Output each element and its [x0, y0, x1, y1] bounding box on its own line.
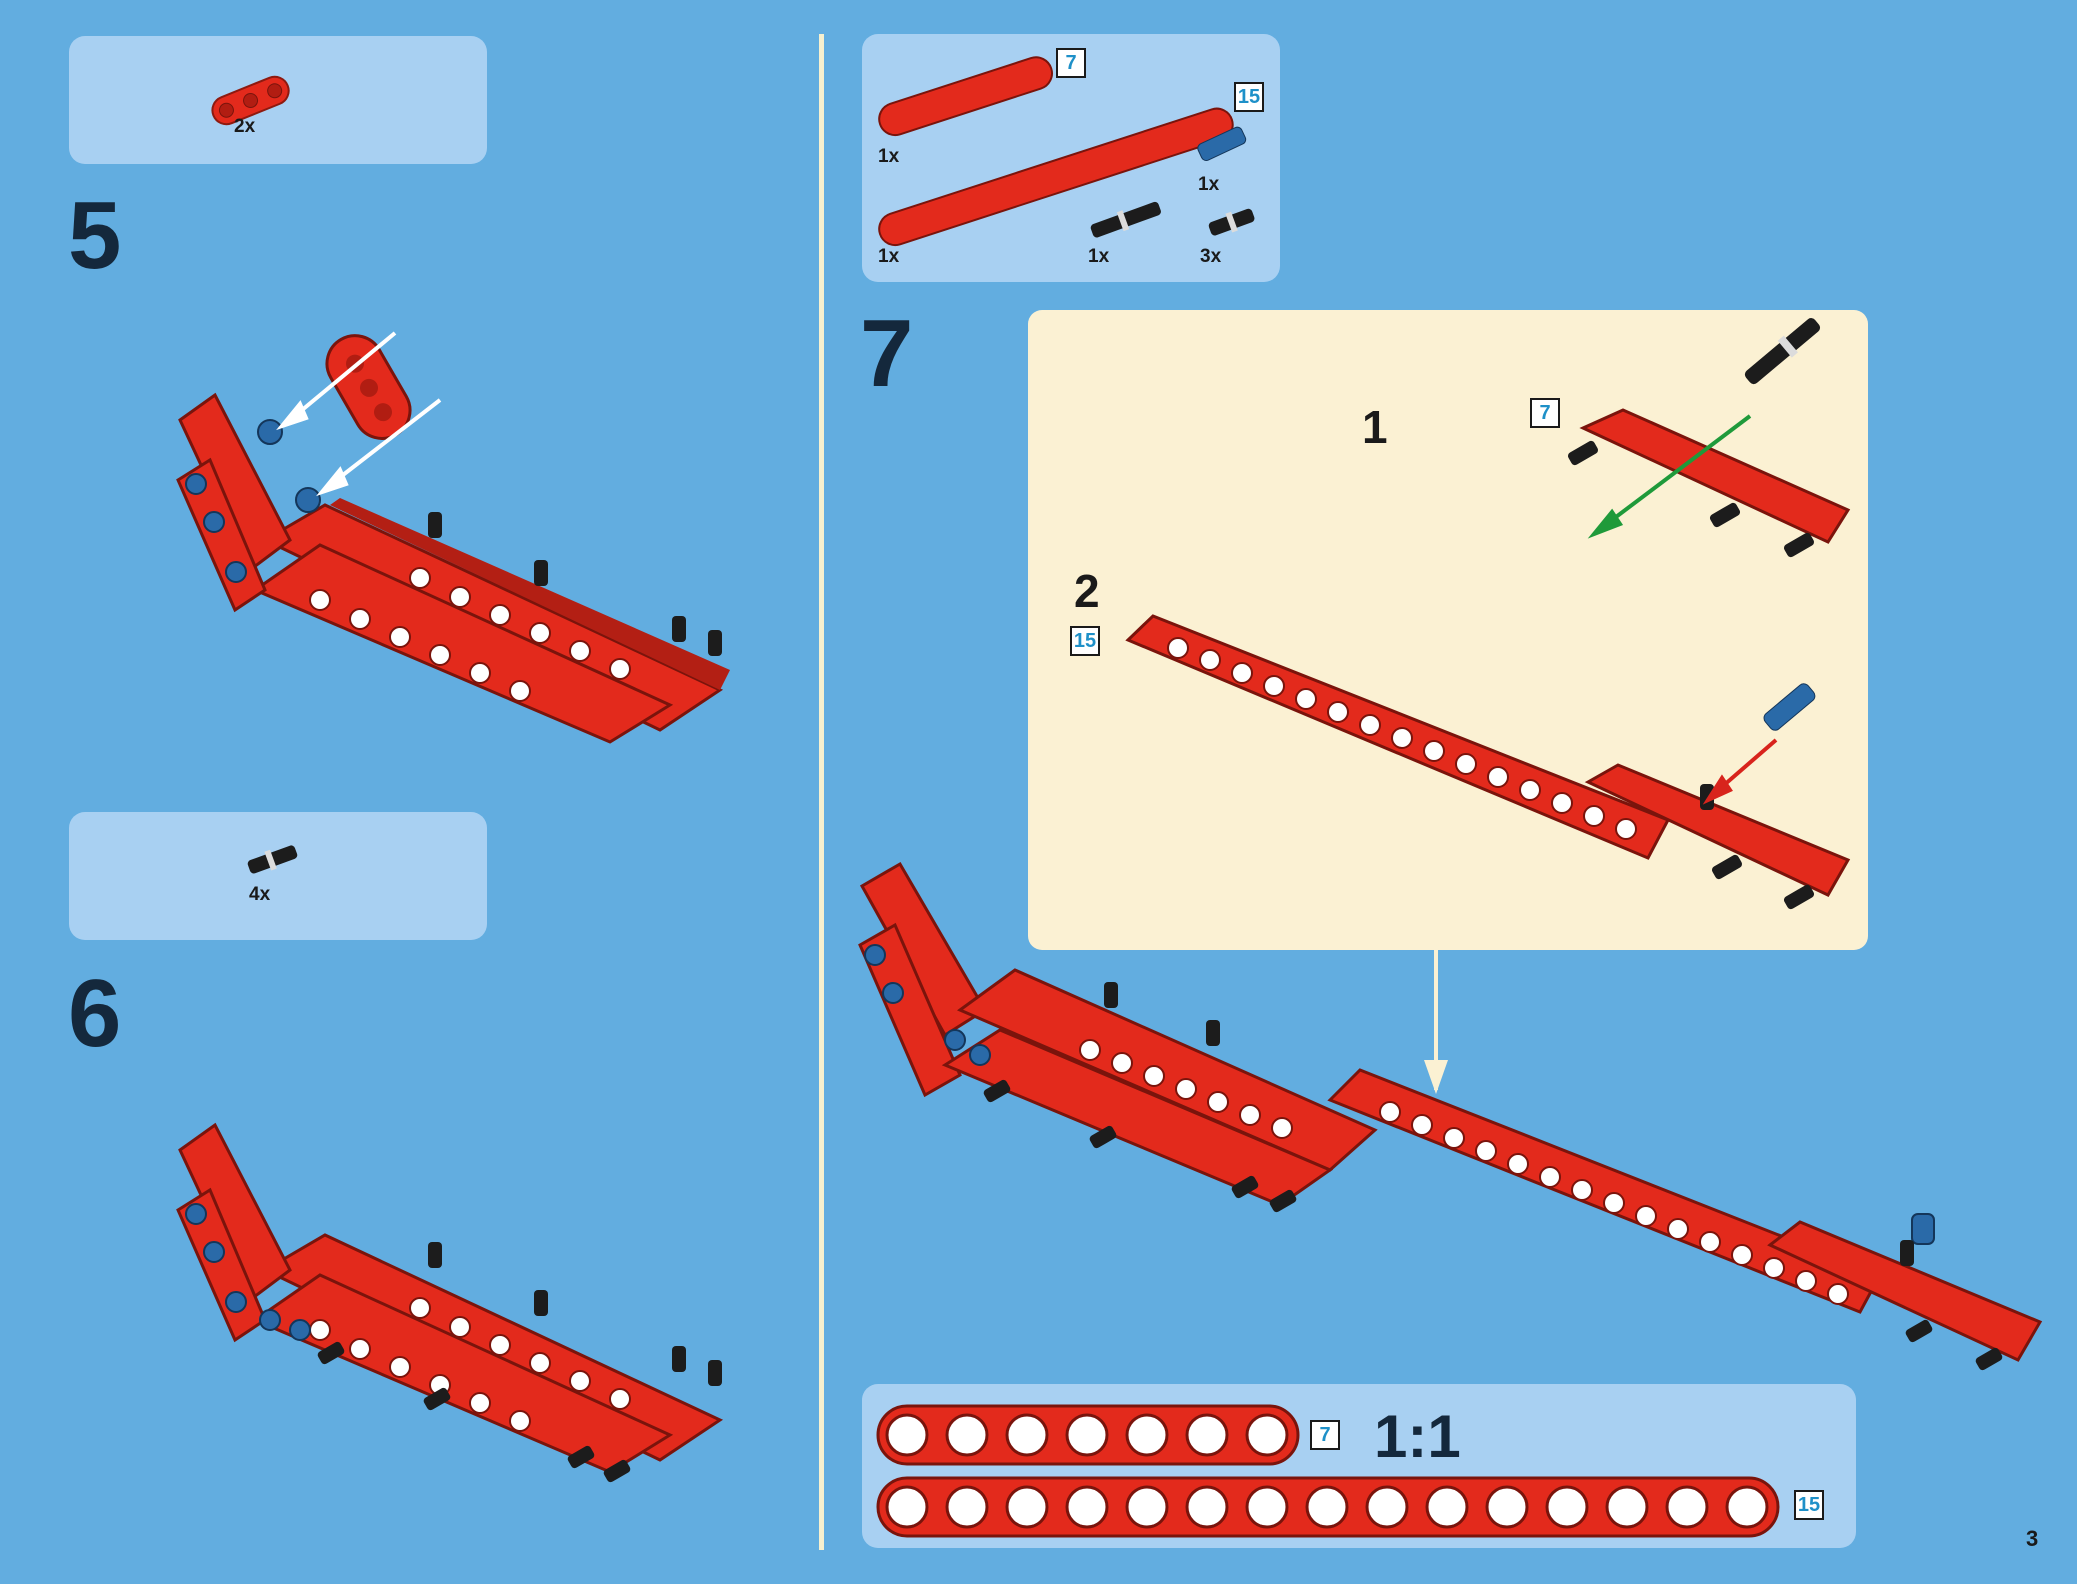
red-beam-15-icon	[1330, 1070, 1880, 1312]
black-friction-pin-icon	[982, 982, 2004, 1372]
red-beam-angled-icon	[178, 1125, 290, 1340]
black-friction-pin-icon	[316, 1242, 722, 1484]
red-beam-angled-icon	[178, 395, 290, 610]
sub-assembly-panel: 1 2 7 15	[1028, 310, 1868, 950]
scale-ratio-label: 1:1	[1374, 1402, 1461, 1471]
step-number-7: 7	[860, 306, 913, 402]
red-beam-long-icon	[255, 1235, 720, 1472]
blue-axle-pin-icon	[1762, 681, 1818, 732]
beam-length-label: 15	[1794, 1490, 1824, 1520]
blue-axle-pin-icon	[186, 1204, 310, 1340]
part-qty: 1x	[1198, 174, 1219, 196]
black-friction-pin-icon	[69, 812, 487, 940]
part-qty: 1x	[878, 246, 899, 268]
step7-parts-box: 1x 1x 1x 1x 3x 7 15	[862, 34, 1280, 282]
part-qty: 3x	[1200, 246, 1221, 268]
part-qty: 1x	[1088, 246, 1109, 268]
long-black-pin-icon	[1741, 314, 1824, 389]
red-beam-3-icon	[317, 325, 420, 448]
beam-length-label: 7	[1056, 48, 1086, 78]
red-arrow-icon	[1708, 740, 1776, 800]
red-beam-angled-icon	[860, 864, 985, 1095]
red-beam-long-icon	[945, 970, 1375, 1205]
beam-15-scale-icon	[878, 1478, 1778, 1536]
red-beam-7-icon	[1770, 1222, 2040, 1360]
page-divider	[819, 34, 824, 1550]
step-number-5: 5	[68, 188, 121, 284]
assembly-arrow-icon	[282, 333, 440, 492]
beam-length-label: 7	[1310, 1420, 1340, 1450]
black-friction-pin-icon	[1207, 205, 1257, 240]
blue-axle-pin-icon	[865, 945, 1934, 1244]
beam-7-scale-icon	[878, 1406, 1298, 1464]
part-qty: 1x	[878, 146, 899, 168]
beam-length-label: 15	[1234, 82, 1264, 112]
blue-axle-pin-icon	[186, 420, 320, 582]
long-black-pin-icon	[1089, 198, 1163, 241]
scale-guide-box: 7 15 1:1	[862, 1384, 1856, 1548]
part-qty: 4x	[249, 884, 270, 906]
red-beam-7-icon	[875, 53, 1056, 139]
black-friction-pin-icon	[428, 512, 722, 656]
page-number: 3	[2026, 1526, 2038, 1552]
step5-parts-box: 2x	[69, 36, 487, 164]
part-qty: 2x	[234, 116, 255, 138]
step6-parts-box: 4x	[69, 812, 487, 940]
red-beam-long-icon	[255, 498, 730, 742]
red-beam-15-icon	[875, 104, 1237, 249]
red-beam-3-icon	[69, 36, 487, 164]
step-number-6: 6	[68, 966, 121, 1062]
